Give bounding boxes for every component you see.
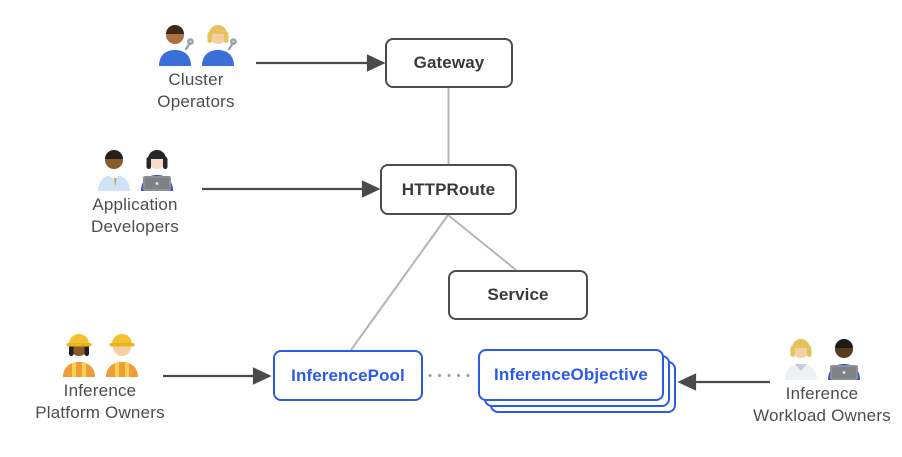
platform-owners-label: Inference Platform Owners (35, 380, 165, 424)
man-mechanic-icon (158, 25, 194, 66)
actor-cluster-operators: Cluster Operators (111, 20, 281, 113)
workload-owners-icons (781, 334, 864, 380)
man-construction-worker-icon (105, 334, 138, 377)
edge-httproute-inferencepool (350, 214, 449, 351)
service-node: Service (448, 270, 588, 320)
httproute-node: HTTPRoute (380, 164, 517, 215)
edge-httproute-service (447, 214, 517, 271)
application-developers-label-line2: Developers (91, 216, 179, 236)
man-office-worker-icon (97, 150, 130, 191)
arrow-workload-owners-to-inferenceobjective (677, 373, 770, 391)
man-technologist-icon (827, 339, 860, 380)
application-developers-icons (94, 145, 177, 191)
platform-owners-icons (59, 331, 142, 377)
workload-owners-label-line1: Inference (785, 384, 859, 403)
gateway-node-label: Gateway (413, 53, 485, 72)
platform-owners-label-line2: Platform Owners (35, 402, 165, 422)
woman-mechanic-icon (201, 25, 237, 66)
inference-pool-node-label: InferencePool (291, 365, 405, 385)
cluster-operators-label: Cluster Operators (157, 69, 234, 113)
platform-owners-label-line1: Inference (63, 381, 137, 400)
person-white-coat-icon (784, 339, 817, 380)
workload-owners-label-line2: Workload Owners (753, 405, 891, 425)
actor-application-developers: Application Developers (50, 145, 220, 238)
inference-objective-node-label: InferenceObjective (494, 365, 648, 384)
inference-pool-node: InferencePool (273, 350, 423, 401)
woman-technologist-icon (140, 150, 173, 191)
application-developers-label-line1: Application (92, 195, 178, 214)
workload-owners-label: Inference Workload Owners (753, 383, 891, 427)
httproute-node-label: HTTPRoute (401, 179, 496, 199)
actor-inference-platform-owners: Inference Platform Owners (15, 331, 185, 424)
service-node-label: Service (487, 285, 549, 304)
arrow-application-developers-to-httproute (202, 180, 381, 198)
cluster-operators-label-line2: Operators (157, 91, 235, 111)
inference-objective-node: InferenceObjective (478, 349, 664, 401)
application-developers-label: Application Developers (91, 194, 179, 238)
woman-construction-worker-icon (62, 334, 95, 377)
cluster-operators-label-line1: Cluster (168, 70, 224, 89)
arrow-platform-owners-to-inferencepool (163, 367, 272, 385)
gateway-node: Gateway (385, 38, 513, 88)
actor-inference-workload-owners: Inference Workload Owners (737, 334, 902, 427)
arrow-cluster-operators-to-gateway (256, 54, 386, 72)
cluster-operators-icons (155, 20, 238, 66)
